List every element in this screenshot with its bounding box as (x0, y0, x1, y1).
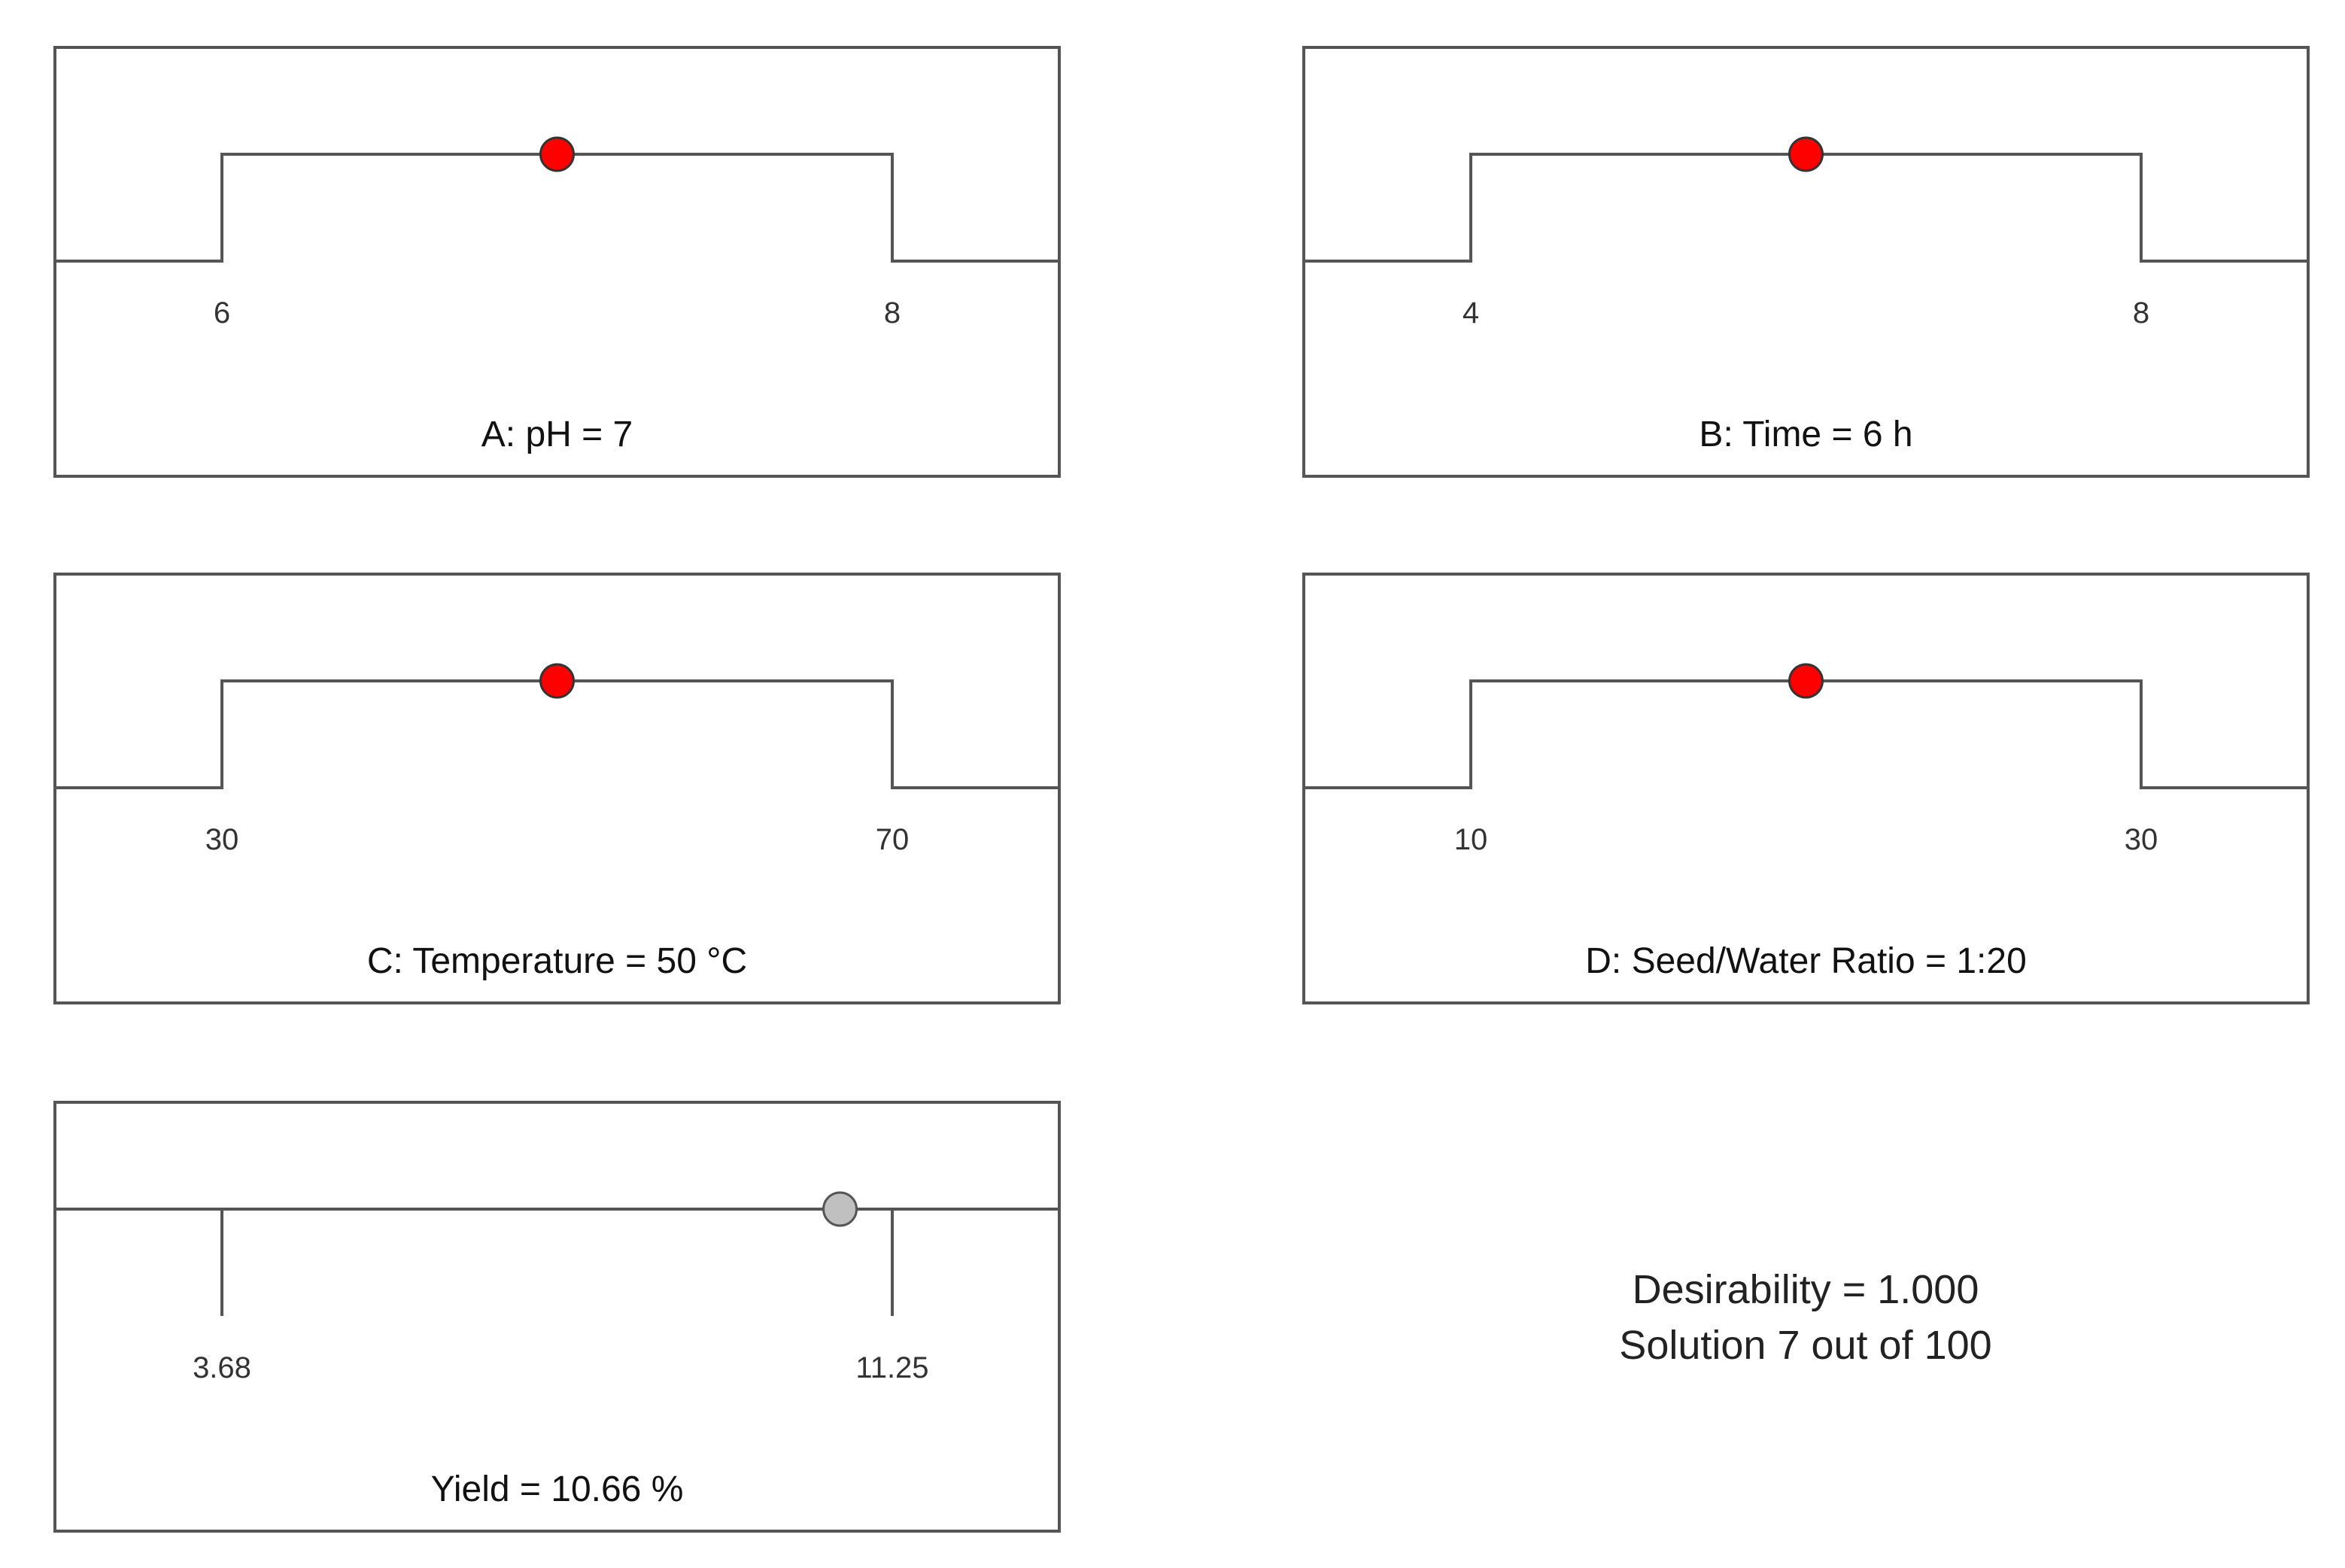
response-value-point (822, 1191, 858, 1227)
tick-label-high: 8 (2133, 296, 2149, 330)
panel-title: B: Time = 6 h (1699, 415, 1912, 454)
panel-title: Yield = 10.66 % (431, 1469, 684, 1509)
panel-factor-2: 30 70 C: Temperature = 50 °C (53, 573, 1061, 1004)
panel-factor-3: 10 30 D: Seed/Water Ratio = 1:20 (1302, 573, 2310, 1004)
tick-label-low: 3.68 (193, 1351, 251, 1384)
panel-title: C: Temperature = 50 °C (367, 941, 747, 981)
factor-setting-point (1788, 663, 1824, 699)
panel-frame (53, 1101, 1061, 1533)
tick-label-low: 6 (214, 296, 230, 330)
tick-label-high: 8 (884, 296, 901, 330)
desirability-text: Desirability = 1.000 (1633, 1267, 1979, 1312)
factor-setting-point (539, 663, 575, 699)
solution-text: Solution 7 out of 100 (1619, 1323, 1991, 1368)
factor-setting-point (539, 136, 575, 172)
panel-factor-0: 6 8 A: pH = 7 (53, 46, 1061, 478)
factor-setting-point (1788, 136, 1824, 172)
tick-label-high: 70 (876, 823, 910, 856)
panel-title: D: Seed/Water Ratio = 1:20 (1585, 941, 2027, 981)
tick-label-low: 4 (1463, 296, 1479, 330)
tick-label-low: 10 (1454, 823, 1488, 856)
tick-label-high: 30 (2125, 823, 2158, 856)
tick-label-low: 30 (205, 823, 239, 856)
panel-title: A: pH = 7 (481, 415, 633, 454)
tick-label-high: 11.25 (855, 1351, 928, 1384)
panel-factor-1: 4 8 B: Time = 6 h (1302, 46, 2310, 478)
